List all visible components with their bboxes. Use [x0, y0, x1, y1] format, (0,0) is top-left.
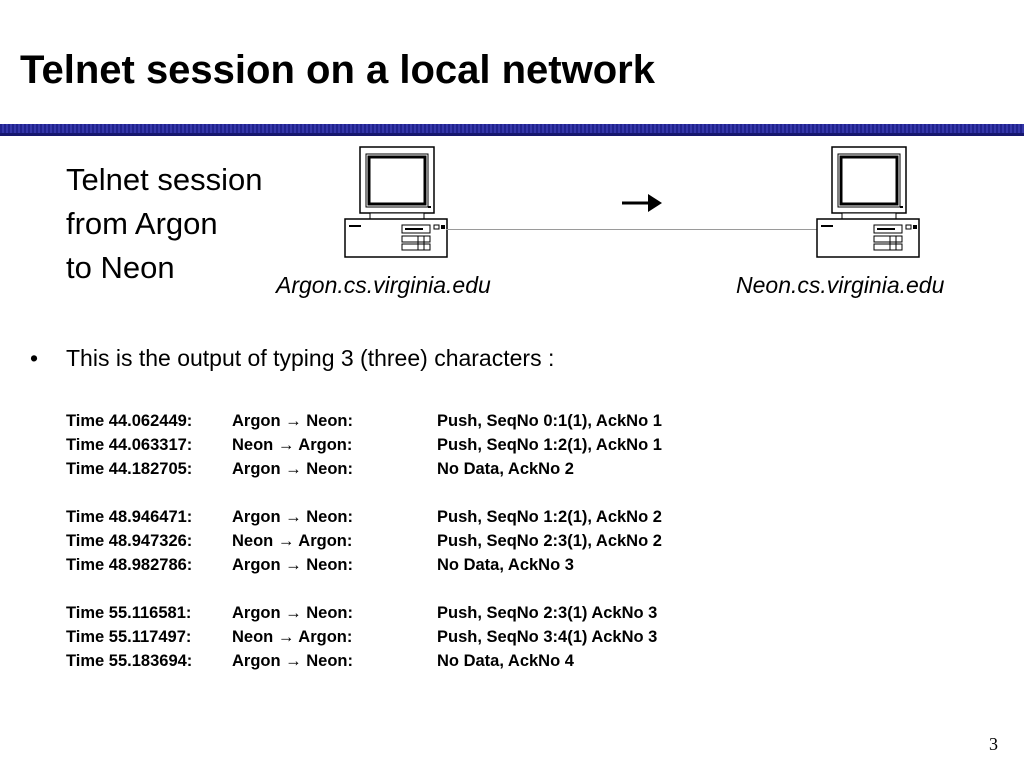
trace-route: Neon → Argon:: [232, 532, 353, 550]
title-divider: [0, 124, 1024, 136]
trace-info: Push, SeqNo 1:2(1), AckNo 2: [437, 508, 662, 526]
trace-route: Argon → Neon:: [232, 508, 353, 526]
trace-info: Push, SeqNo 2:3(1), AckNo 2: [437, 532, 662, 550]
trace-route: Argon → Neon:: [232, 460, 353, 478]
slide-title: Telnet session on a local network: [20, 48, 655, 92]
neon-computer-icon: [816, 146, 920, 258]
bullet-text: This is the output of typing 3 (three) c…: [66, 345, 555, 371]
trace-route: Argon → Neon:: [232, 604, 353, 622]
page-number: 3: [989, 734, 998, 754]
network-link: [446, 229, 818, 230]
trace-info: Push, SeqNo 0:1(1), AckNo 1: [437, 412, 662, 430]
trace-time: Time 55.116581:: [66, 604, 192, 622]
trace-route: Argon → Neon:: [232, 556, 353, 574]
trace-time: Time 44.063317:: [66, 436, 193, 454]
trace-route: Neon → Argon:: [232, 436, 353, 454]
trace-info: No Data, AckNo 4: [437, 652, 574, 670]
right-arrow-icon: [620, 189, 664, 222]
bullet-marker: •: [30, 345, 39, 371]
trace-info: No Data, AckNo 3: [437, 556, 574, 574]
trace-time: Time 48.982786:: [66, 556, 193, 574]
trace-time: Time 44.182705:: [66, 460, 193, 478]
trace-info: Push, SeqNo 1:2(1), AckNo 1: [437, 436, 662, 454]
trace-time: Time 48.946471:: [66, 508, 193, 526]
session-description-line-3: to Neon: [66, 250, 175, 285]
trace-time: Time 44.062449:: [66, 412, 193, 430]
trace-route: Neon → Argon:: [232, 628, 353, 646]
session-description-line-2: from Argon: [66, 206, 218, 241]
destination-host-label: Neon.cs.virginia.edu: [736, 272, 945, 298]
trace-info: Push, SeqNo 2:3(1) AckNo 3: [437, 604, 658, 622]
trace-route: Argon → Neon:: [232, 412, 353, 430]
trace-time: Time 55.117497:: [66, 628, 192, 646]
trace-time: Time 48.947326:: [66, 532, 193, 550]
trace-info: No Data, AckNo 2: [437, 460, 574, 478]
session-description: Telnet session from Argon to Neon: [66, 158, 262, 290]
trace-info: Push, SeqNo 3:4(1) AckNo 3: [437, 628, 658, 646]
source-host-label: Argon.cs.virginia.edu: [276, 272, 491, 298]
session-description-line-1: Telnet session: [66, 162, 263, 197]
trace-time: Time 55.183694:: [66, 652, 193, 670]
trace-route: Argon → Neon:: [232, 652, 353, 670]
argon-computer-icon: [344, 146, 448, 258]
